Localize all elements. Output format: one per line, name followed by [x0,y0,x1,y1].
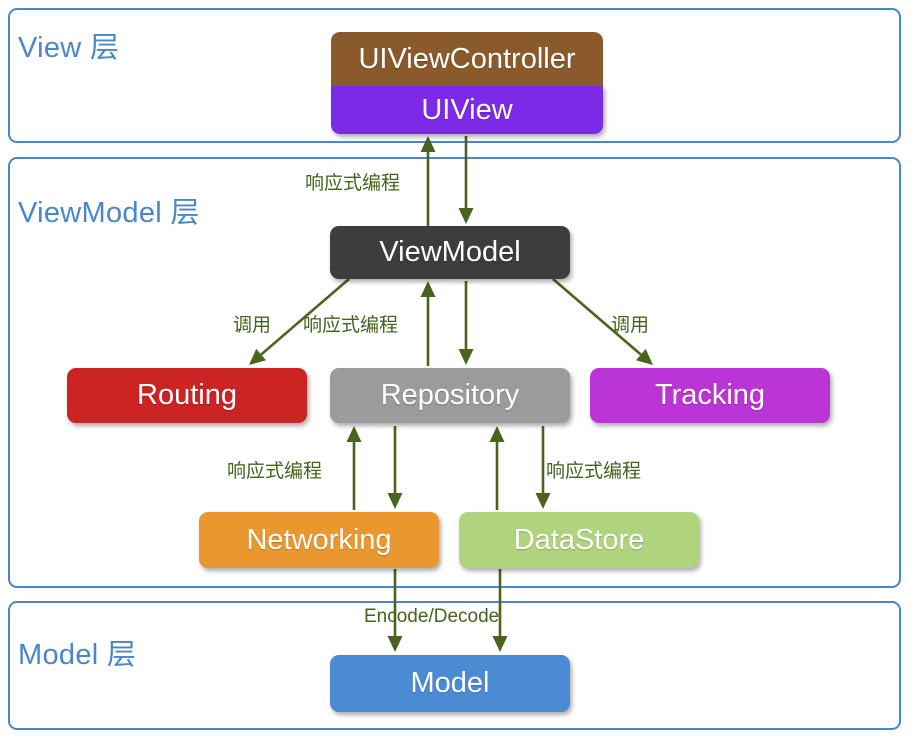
node-networking[interactable]: Networking [199,512,439,568]
layer-title-viewmodel: ViewModel 层 [18,197,200,229]
arrow-repository-to-networking-down [387,426,403,509]
label-networking-reactive: 响应式编程 [227,461,323,482]
arrow-datastore-to-model [492,569,508,652]
label-datastore-reactive: 响应式编程 [546,461,642,482]
node-repository[interactable]: Repository [330,368,570,423]
arrow-repository-to-viewmodel-up [420,281,436,366]
arrow-viewmodel-to-uiview-down [458,136,474,224]
node-viewmodel[interactable]: ViewModel [330,226,570,279]
arrow-uiview-to-viewmodel-up [420,136,436,226]
node-model[interactable]: Model [330,655,570,712]
arrow-viewmodel-to-repository-down [458,281,474,365]
arrow-networking-to-repository-up [346,426,362,510]
layer-title-model: Model 层 [18,639,137,671]
label-vm-routing-call: 调用 [233,315,272,336]
arrow-datastore-to-repository-up [489,426,505,510]
label-encode-decode: Encode/Decode [364,606,500,627]
node-uiviewcontroller[interactable]: UIViewController [331,32,603,86]
node-tracking[interactable]: Tracking [590,368,830,423]
arrow-viewmodel-to-routing [249,278,350,365]
label-vm-tracking-call: 调用 [611,315,650,336]
layer-title-view: View 层 [18,32,120,64]
node-routing[interactable]: Routing [67,368,307,423]
label-vm-repository-reactive: 响应式编程 [303,315,399,336]
label-view-reactive: 响应式编程 [305,173,401,194]
node-datastore[interactable]: DataStore [459,512,699,568]
arrow-viewmodel-to-tracking [552,278,653,365]
arrow-repository-to-datastore-down [535,426,551,509]
arrow-networking-to-model [387,569,403,652]
node-uiview[interactable]: UIView [331,86,603,134]
